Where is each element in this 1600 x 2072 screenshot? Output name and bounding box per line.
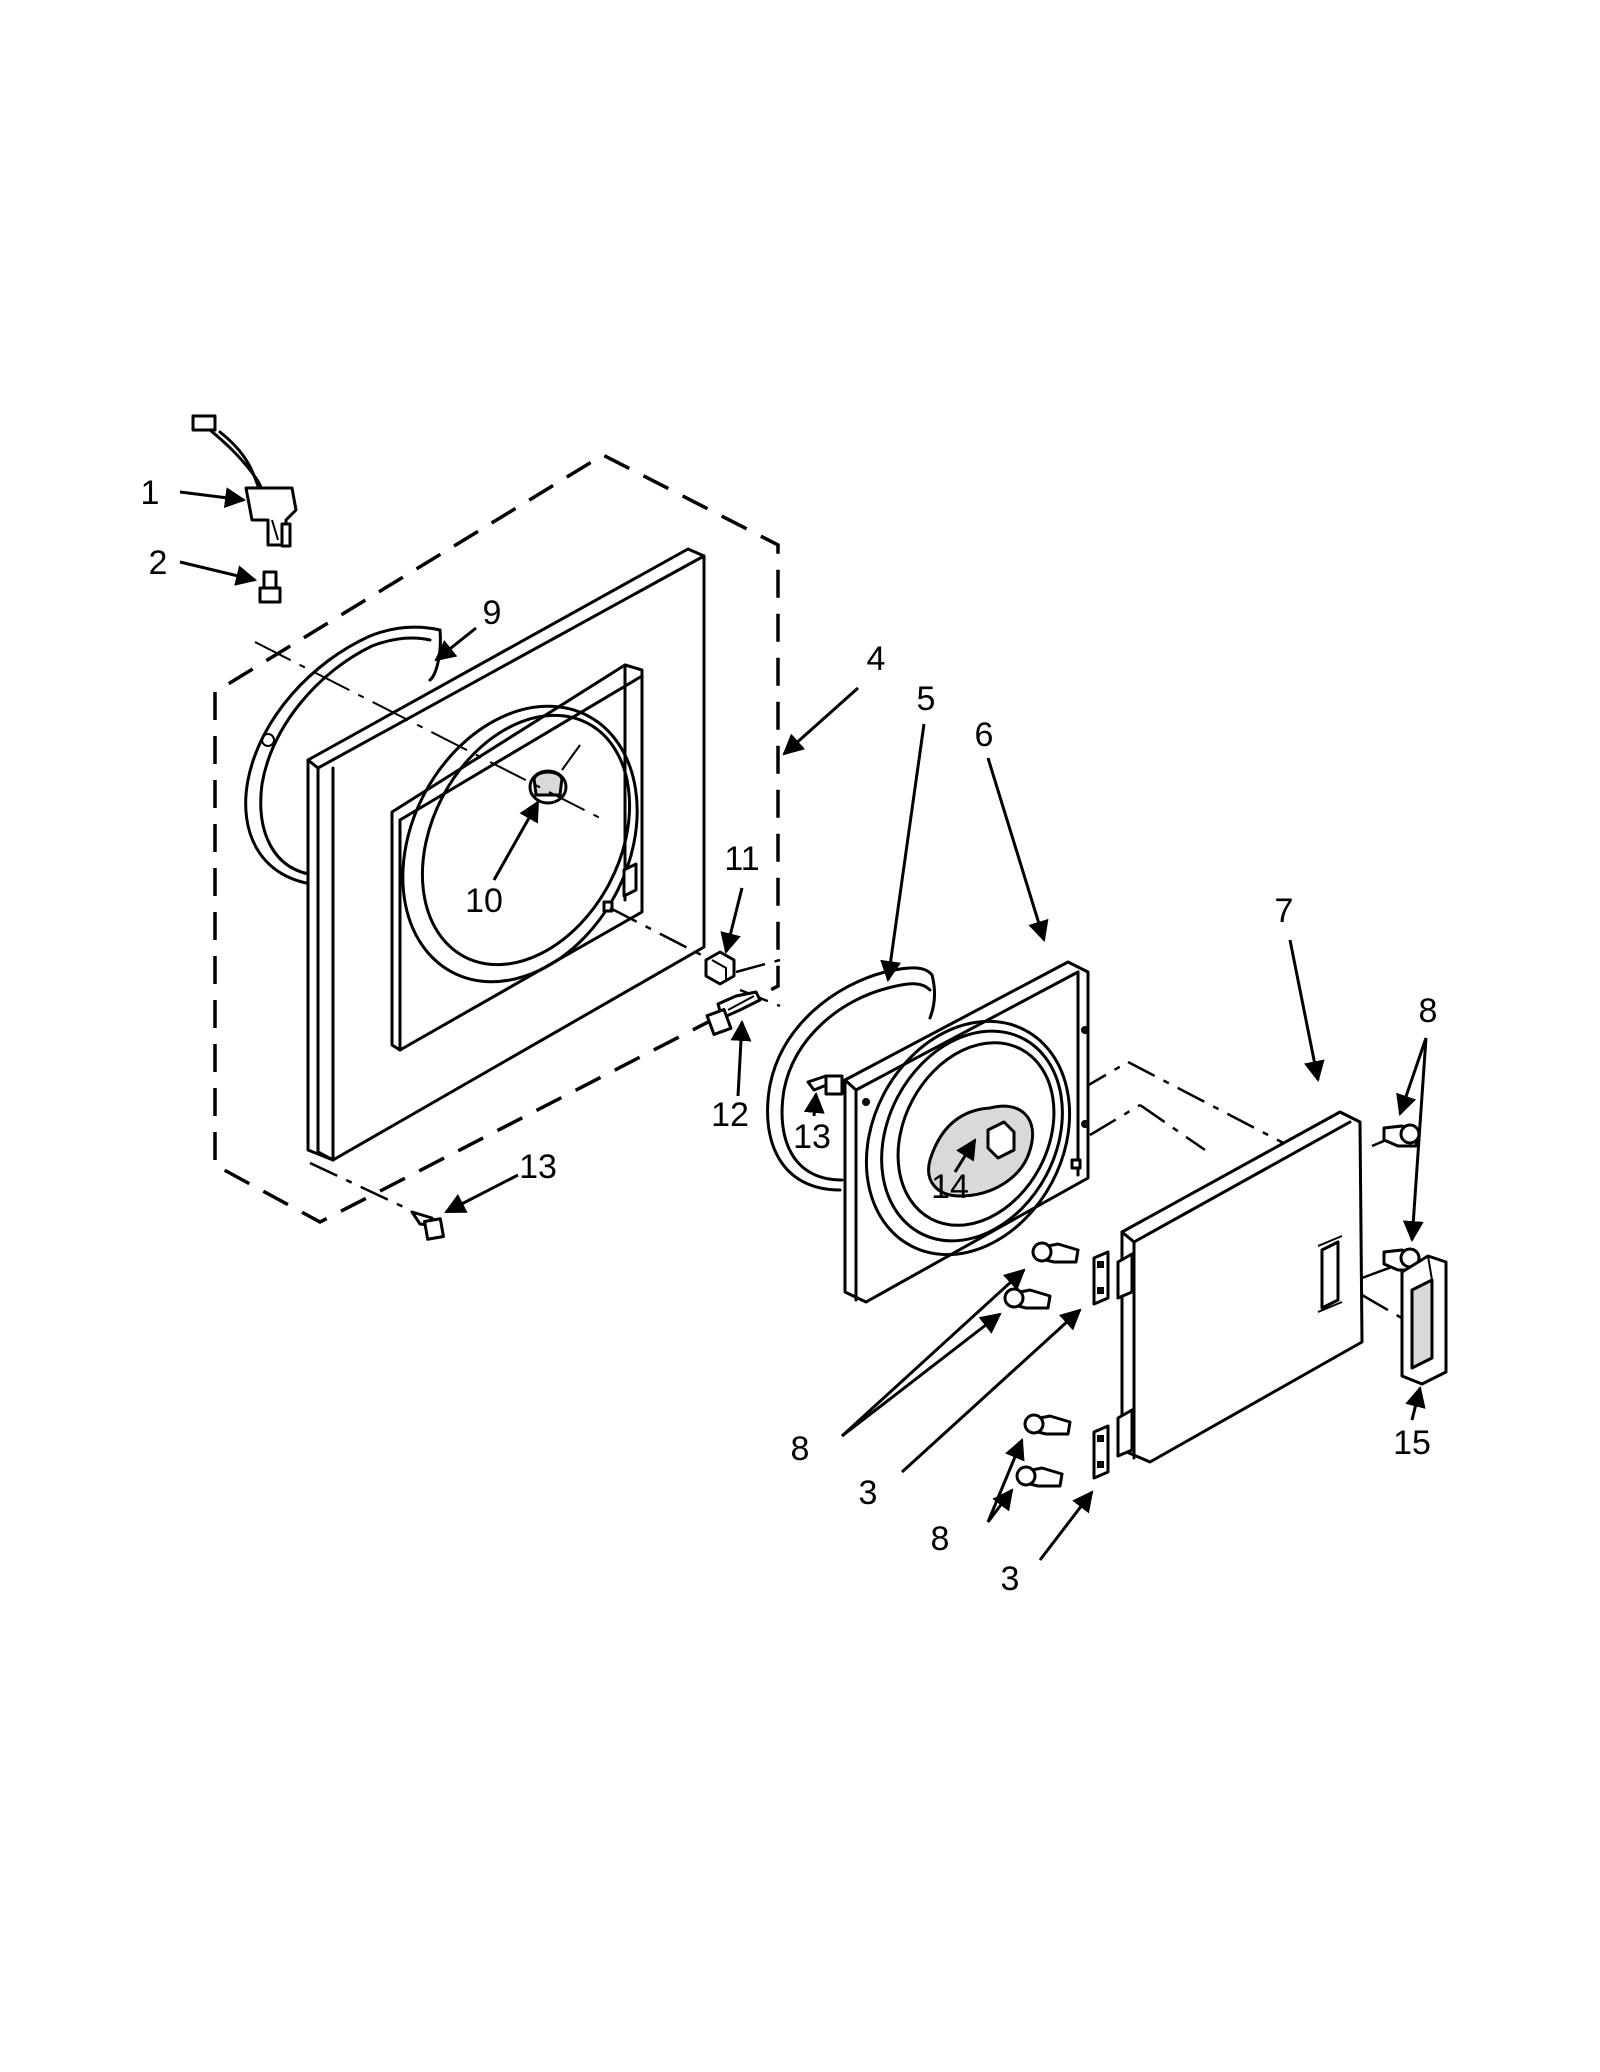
door-handle-part <box>1400 1254 1448 1386</box>
callout-label: 4 <box>867 640 886 678</box>
callout-label: 7 <box>1275 892 1294 930</box>
callout-label: 8 <box>1419 992 1438 1030</box>
callout-label: 3 <box>859 1474 878 1512</box>
screw-part-8-b <box>1003 1287 1052 1310</box>
clip-part-11 <box>704 950 736 986</box>
callout-label: 2 <box>149 544 168 582</box>
front-panel-assembly-outline <box>213 452 780 1224</box>
hinge-upper-part <box>1092 1250 1110 1306</box>
callout-label: 8 <box>931 1520 950 1558</box>
front-panel-frame <box>254 547 706 1162</box>
hinge-lower-part <box>1092 1424 1110 1480</box>
callout-label: 10 <box>465 882 503 920</box>
screw-part-8-a <box>1031 1241 1080 1264</box>
callout-label: 3 <box>1001 1560 1020 1598</box>
screw-part-12 <box>705 990 762 1036</box>
outer-door-part <box>1116 1110 1364 1464</box>
callout-label: 14 <box>931 1168 969 1206</box>
screw-part-13-left <box>410 1210 445 1241</box>
callout-label: 13 <box>519 1148 557 1186</box>
callout-label: 15 <box>1393 1424 1431 1462</box>
callout-labels: 1 2 9 4 5 6 10 11 12 13 13 14 7 8 8 3 8 … <box>141 474 1438 1598</box>
callout-label: 13 <box>793 1118 831 1156</box>
inner-door-panel-part <box>843 960 1090 1304</box>
door-switch-part <box>191 414 298 548</box>
callout-label: 11 <box>724 840 759 878</box>
callout-label: 9 <box>483 594 502 632</box>
screw-part-8-d <box>1015 1465 1064 1488</box>
door-seal-ring-part <box>244 625 442 887</box>
screw-part-8-c <box>1023 1413 1072 1436</box>
callout-label: 5 <box>917 680 936 718</box>
leader-lines <box>179 487 1428 1561</box>
screw-part-8-e <box>1382 1123 1421 1148</box>
gasket-ring-part <box>766 966 936 1192</box>
callout-label: 6 <box>975 716 994 754</box>
screw-part-13-middle <box>806 1074 844 1096</box>
callout-label: 12 <box>711 1096 749 1134</box>
callout-label: 1 <box>141 474 160 512</box>
callout-label: 8 <box>791 1430 810 1468</box>
screw-part-2 <box>258 570 282 604</box>
